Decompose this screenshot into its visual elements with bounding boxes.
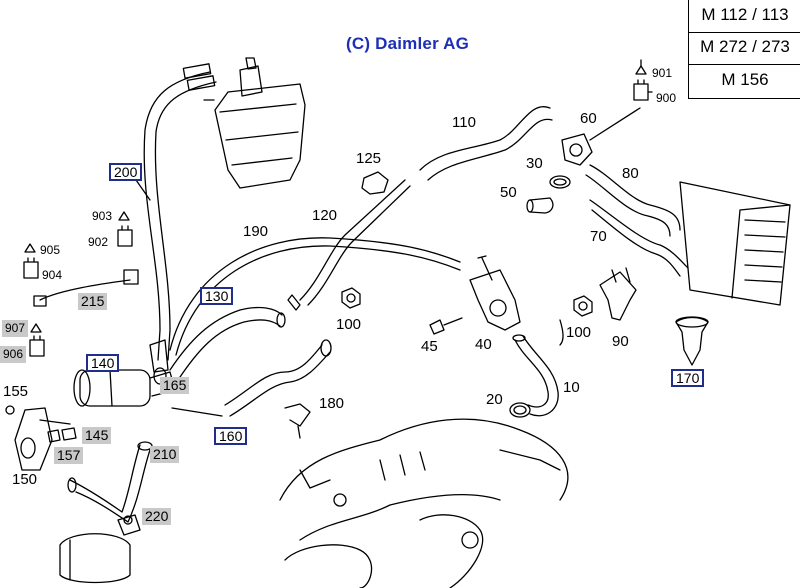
part-label-140: 140 <box>86 354 120 372</box>
hose-160 <box>224 339 332 417</box>
part-label-45: 45 <box>421 338 438 355</box>
part-label-215: 215 <box>78 293 108 310</box>
sensor-904 <box>23 257 39 279</box>
engine-block <box>279 418 569 588</box>
hose-120 <box>287 179 411 311</box>
engine-variant: M 272 / 273 <box>689 32 800 65</box>
part-label-200: 200 <box>109 163 143 181</box>
sensor-900 <box>633 79 649 101</box>
part-label-50: 50 <box>500 184 517 201</box>
hose-80 <box>585 164 681 237</box>
sensor-902 <box>117 225 133 247</box>
engine-variant: M 112 / 113 <box>689 0 800 33</box>
nut-100a <box>341 287 361 309</box>
part-label-120: 120 <box>312 207 338 224</box>
expansion-tank <box>203 57 306 189</box>
part-label-902: 902 <box>88 235 109 249</box>
clamp-30 <box>549 175 571 189</box>
washer-155 <box>5 405 15 415</box>
heater-core <box>679 181 791 306</box>
part-label-125: 125 <box>356 150 382 167</box>
part-label-906: 906 <box>0 346 27 363</box>
copyright-notice: (C) Daimler AG <box>346 34 470 53</box>
hose-200 <box>143 63 217 361</box>
part-label-90: 90 <box>612 333 629 350</box>
part-label-190: 190 <box>243 223 269 240</box>
part-label-30: 30 <box>526 155 543 172</box>
part-label-70: 70 <box>590 228 607 245</box>
part-label-80: 80 <box>622 165 639 182</box>
clip-157 <box>47 429 61 443</box>
hose-10 <box>512 334 559 417</box>
part-label-155: 155 <box>3 383 29 400</box>
engine-variant-table: M 112 / 113 M 272 / 273 M 156 <box>688 0 800 99</box>
part-label-220: 220 <box>142 508 172 525</box>
clamp-20 <box>509 402 531 418</box>
bracket-150 <box>14 407 71 471</box>
sensor-903 <box>118 211 130 221</box>
part-label-180: 180 <box>319 395 345 412</box>
cable-215 <box>33 269 139 307</box>
part-label-10: 10 <box>563 379 580 396</box>
part-label-904: 904 <box>42 268 63 282</box>
part-label-157: 157 <box>54 447 84 464</box>
hose-130 <box>169 306 286 381</box>
bracket-90 <box>599 267 637 321</box>
hose-70 <box>589 199 689 277</box>
part-label-100b: 100 <box>566 324 592 341</box>
sensor-901 <box>635 59 647 75</box>
clip-180 <box>284 403 311 439</box>
part-label-903: 903 <box>92 209 113 223</box>
part-label-20: 20 <box>486 391 503 408</box>
nut-125 <box>361 171 389 195</box>
part-label-40: 40 <box>475 336 492 353</box>
hose-50 <box>526 197 554 214</box>
part-label-100a: 100 <box>336 316 362 333</box>
screw-45 <box>429 317 463 335</box>
part-label-145: 145 <box>82 427 112 444</box>
part-label-170: 170 <box>671 369 705 387</box>
part-label-60: 60 <box>580 110 597 127</box>
sensor-905 <box>24 243 36 253</box>
thermostat-housing <box>469 255 521 331</box>
engine-variant: M 156 <box>721 70 769 89</box>
part-label-160: 160 <box>214 427 248 445</box>
sensor-907 <box>30 323 42 333</box>
part-label-905: 905 <box>40 243 61 257</box>
part-label-165: 165 <box>160 377 190 394</box>
grommet-170 <box>675 316 709 366</box>
part-label-210: 210 <box>150 446 180 463</box>
nut-100b <box>573 295 593 317</box>
part-label-907: 907 <box>2 320 29 337</box>
part-label-150: 150 <box>12 471 38 488</box>
valve-60 <box>561 107 641 166</box>
part-label-900: 900 <box>656 91 677 105</box>
part-label-130: 130 <box>200 287 234 305</box>
hose-210 <box>67 441 153 523</box>
sensor-906 <box>29 335 45 357</box>
part-label-901: 901 <box>652 66 673 80</box>
hose-110 <box>419 106 553 181</box>
clip-145 <box>61 427 77 441</box>
pump-220 <box>59 514 141 584</box>
part-label-110: 110 <box>452 114 476 131</box>
aux-pump <box>73 339 176 407</box>
